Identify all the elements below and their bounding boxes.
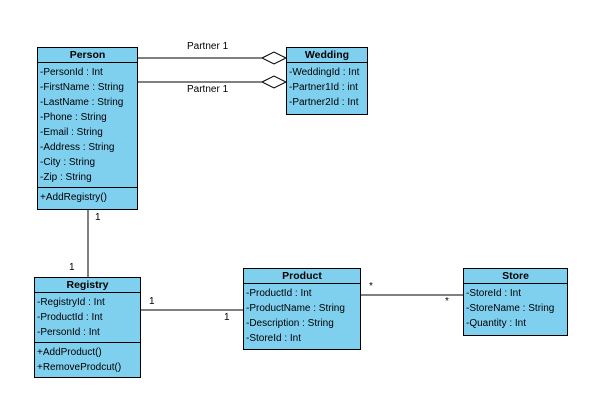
attribute-row: -RegistryId : Int — [37, 297, 105, 308]
person-attributes: -PersonId : Int -FirstName : String -Las… — [38, 63, 137, 187]
class-name-person: Person — [38, 48, 137, 63]
class-registry[interactable]: Registry -RegistryId : Int -ProductId : … — [34, 277, 141, 378]
class-product[interactable]: Product -ProductId : Int -ProductName : … — [243, 268, 361, 350]
association-label-partner-1-bottom: Partner 1 — [187, 84, 229, 95]
aggregation-diamond-1 — [260, 51, 288, 65]
class-name-wedding: Wedding — [287, 48, 367, 63]
attribute-row: -ProductId : Int — [37, 312, 103, 323]
attribute-row: -PersonId : Int — [37, 327, 100, 338]
class-store[interactable]: Store -StoreId : Int -StoreName : String… — [463, 268, 568, 336]
registry-operations: +AddProduct() +RemoveProdcut() — [35, 342, 140, 377]
attribute-row: -StoreName : String — [466, 303, 555, 314]
wedding-attributes: -WeddingId : Int -Partner1Id : int -Part… — [287, 63, 367, 112]
attribute-row: -StoreId : Int — [466, 288, 522, 299]
association-label-partner-1-top: Partner 1 — [187, 41, 229, 52]
multiplicity-registry-top-end: 1 — [69, 262, 75, 273]
attribute-row: -ProductName : String — [246, 303, 345, 314]
class-name-registry: Registry — [35, 278, 140, 293]
operation-row: +AddProduct() — [37, 347, 102, 358]
class-wedding[interactable]: Wedding -WeddingId : Int -Partner1Id : i… — [286, 47, 368, 115]
attribute-row: -Partner1Id : int — [289, 82, 358, 93]
attribute-row: -Email : String — [40, 127, 103, 138]
attribute-row: -PersonId : Int — [40, 67, 103, 78]
multiplicity-product-left-end: 1 — [224, 312, 230, 323]
attribute-row: -StoreId : Int — [246, 333, 302, 344]
multiplicity-store-end: * — [445, 296, 449, 307]
attribute-row: -Zip : String — [40, 172, 92, 183]
store-attributes: -StoreId : Int -StoreName : String -Quan… — [464, 284, 567, 333]
attribute-row: -Phone : String — [40, 112, 107, 123]
multiplicity-product-right-end: * — [369, 281, 373, 292]
attribute-row: -Description : String — [246, 318, 334, 329]
person-operations: +AddRegistry() — [38, 187, 137, 207]
multiplicity-registry-side-end: 1 — [149, 296, 155, 307]
class-name-store: Store — [464, 269, 567, 284]
attribute-row: -Address : String — [40, 142, 115, 153]
class-name-product: Product — [244, 269, 360, 284]
attribute-row: -FirstName : String — [40, 82, 124, 93]
registry-attributes: -RegistryId : Int -ProductId : Int -Pers… — [35, 293, 140, 342]
multiplicity-person-end: 1 — [95, 212, 101, 223]
operation-row: +RemoveProdcut() — [37, 362, 122, 373]
attribute-row: -City : String — [40, 157, 96, 168]
product-attributes: -ProductId : Int -ProductName : String -… — [244, 284, 360, 348]
attribute-row: -Quantity : Int — [466, 318, 527, 329]
attribute-row: -LastName : String — [40, 97, 124, 108]
class-person[interactable]: Person -PersonId : Int -FirstName : Stri… — [37, 47, 138, 210]
attribute-row: -ProductId : Int — [246, 288, 312, 299]
attribute-row: -Partner2Id : Int — [289, 97, 359, 108]
attribute-row: -WeddingId : Int — [289, 67, 360, 78]
aggregation-diamond-2 — [260, 75, 288, 89]
operation-row: +AddRegistry() — [40, 192, 107, 203]
